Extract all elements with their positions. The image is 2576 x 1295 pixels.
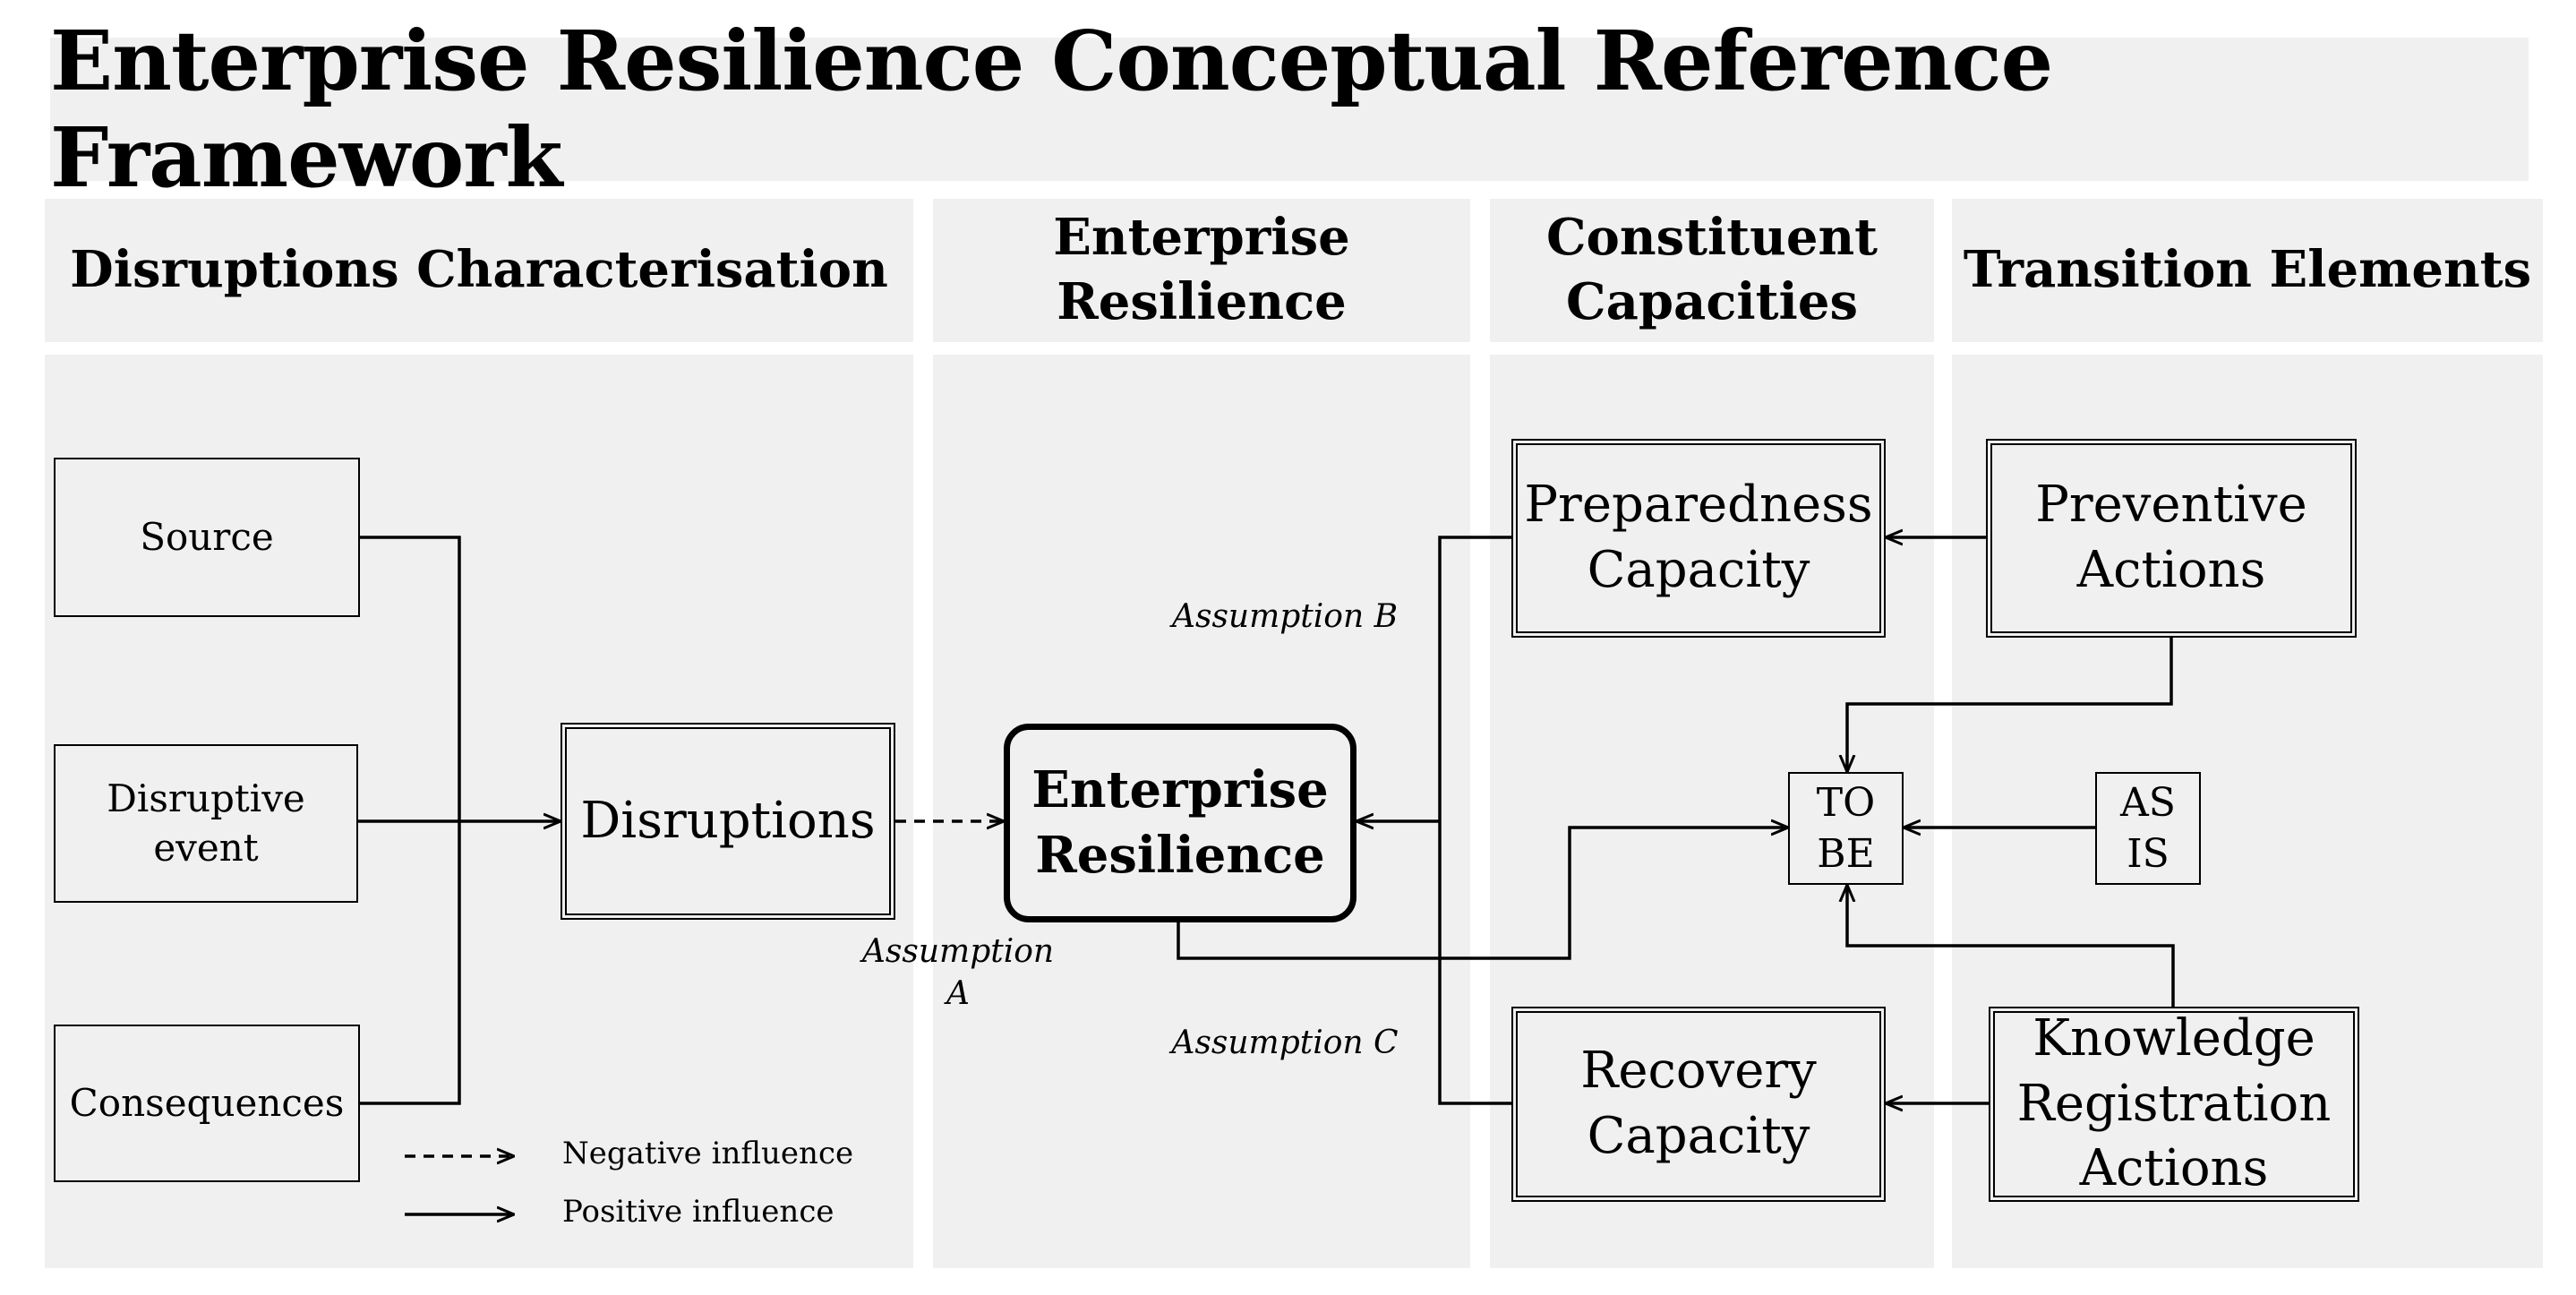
- column-header-transition: Transition Elements: [1952, 199, 2543, 342]
- node-knowledge-registration-actions: Knowledge Registration Actions: [1989, 1007, 2359, 1202]
- legend-negative-label: Negative influence: [562, 1136, 854, 1171]
- arrow-resilience-to-tobe: [1177, 828, 1788, 960]
- column-header-capacities: Constituent Capacities: [1490, 199, 1934, 342]
- line-capacity-bus: [1438, 536, 1511, 1105]
- node-to-be: TO BE: [1788, 772, 1904, 885]
- node-disruptions: Disruptions: [561, 723, 895, 920]
- node-preparedness-capacity: Preparedness Capacity: [1511, 439, 1886, 638]
- column-header-resilience: Enterprise Resilience: [933, 199, 1470, 342]
- arrow-knowledge-to-tobe: [1847, 885, 2175, 1007]
- assumption-a: Assumption A: [861, 933, 1055, 1012]
- legend-positive-label: Positive influence: [562, 1194, 834, 1230]
- arrow-preventive-to-tobe: [1847, 638, 2173, 772]
- node-preventive-actions: Preventive Actions: [1986, 439, 2357, 638]
- node-consequences: Consequences: [54, 1025, 360, 1182]
- node-enterprise-resilience: Enterprise Resilience: [1004, 724, 1356, 922]
- node-as-is: AS IS: [2095, 772, 2201, 885]
- assumption-c: Assumption C: [1171, 1025, 1399, 1061]
- assumption-b: Assumption B: [1171, 598, 1399, 635]
- node-recovery-capacity: Recovery Capacity: [1511, 1007, 1886, 1202]
- column-header-disruptions: Disruptions Characterisation: [45, 199, 913, 342]
- node-source: Source: [54, 458, 360, 617]
- node-disruptive-event: Disruptive event: [54, 744, 358, 903]
